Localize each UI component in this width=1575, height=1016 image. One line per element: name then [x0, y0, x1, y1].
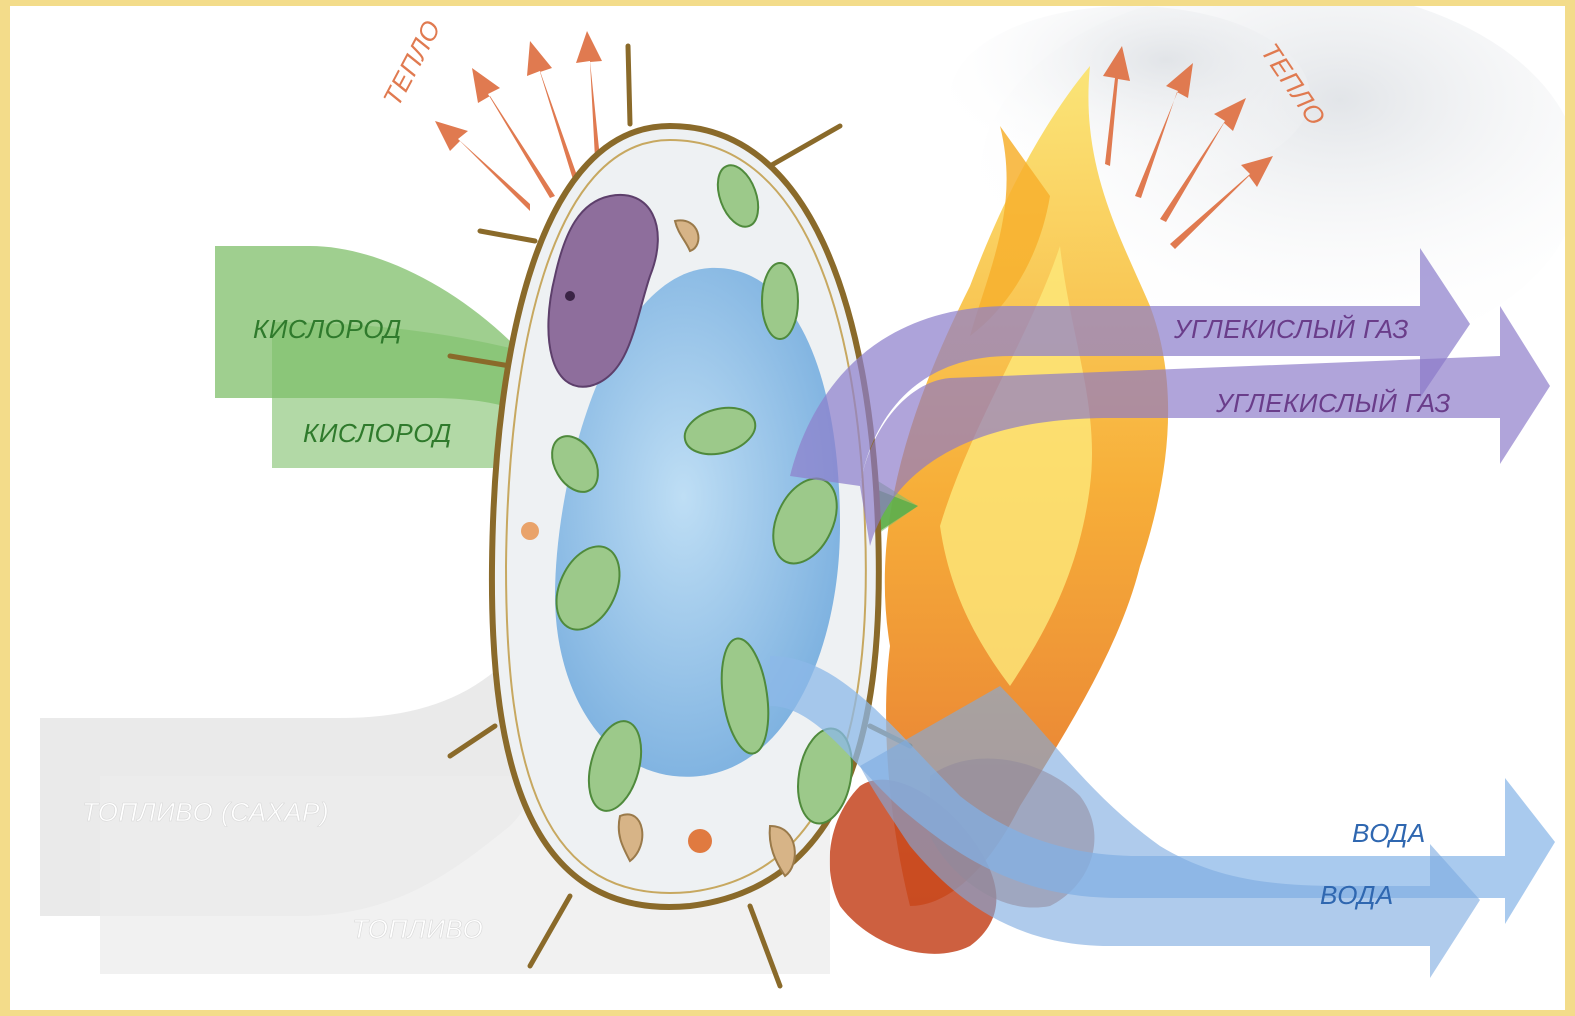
heat-label-cell: ТЕПЛО — [377, 15, 447, 111]
fuel-label-fire: ТОПЛИВО — [352, 914, 483, 944]
oxygen-label-cell: КИСЛОРОД — [253, 314, 402, 344]
fuel-label-cell: ТОПЛИВО (САХАР) — [82, 797, 329, 827]
water-label-cell: ВОДА — [1352, 818, 1426, 848]
diagram-canvas: ТЕПЛО ТЕПЛО КИСЛОРОД КИСЛОРОД ТОПЛИВО (С… — [10, 6, 1565, 1010]
respiration-combustion-diagram: ТЕПЛО ТЕПЛО КИСЛОРОД КИСЛОРОД ТОПЛИВО (С… — [10, 6, 1565, 1010]
co2-label-cell: УГЛЕКИСЛЫЙ ГАЗ — [1173, 314, 1409, 344]
co2-label-fire: УГЛЕКИСЛЫЙ ГАЗ — [1215, 388, 1451, 418]
oxygen-label-fire: КИСЛОРОД — [303, 418, 452, 448]
water-label-fire: ВОДА — [1320, 880, 1394, 910]
